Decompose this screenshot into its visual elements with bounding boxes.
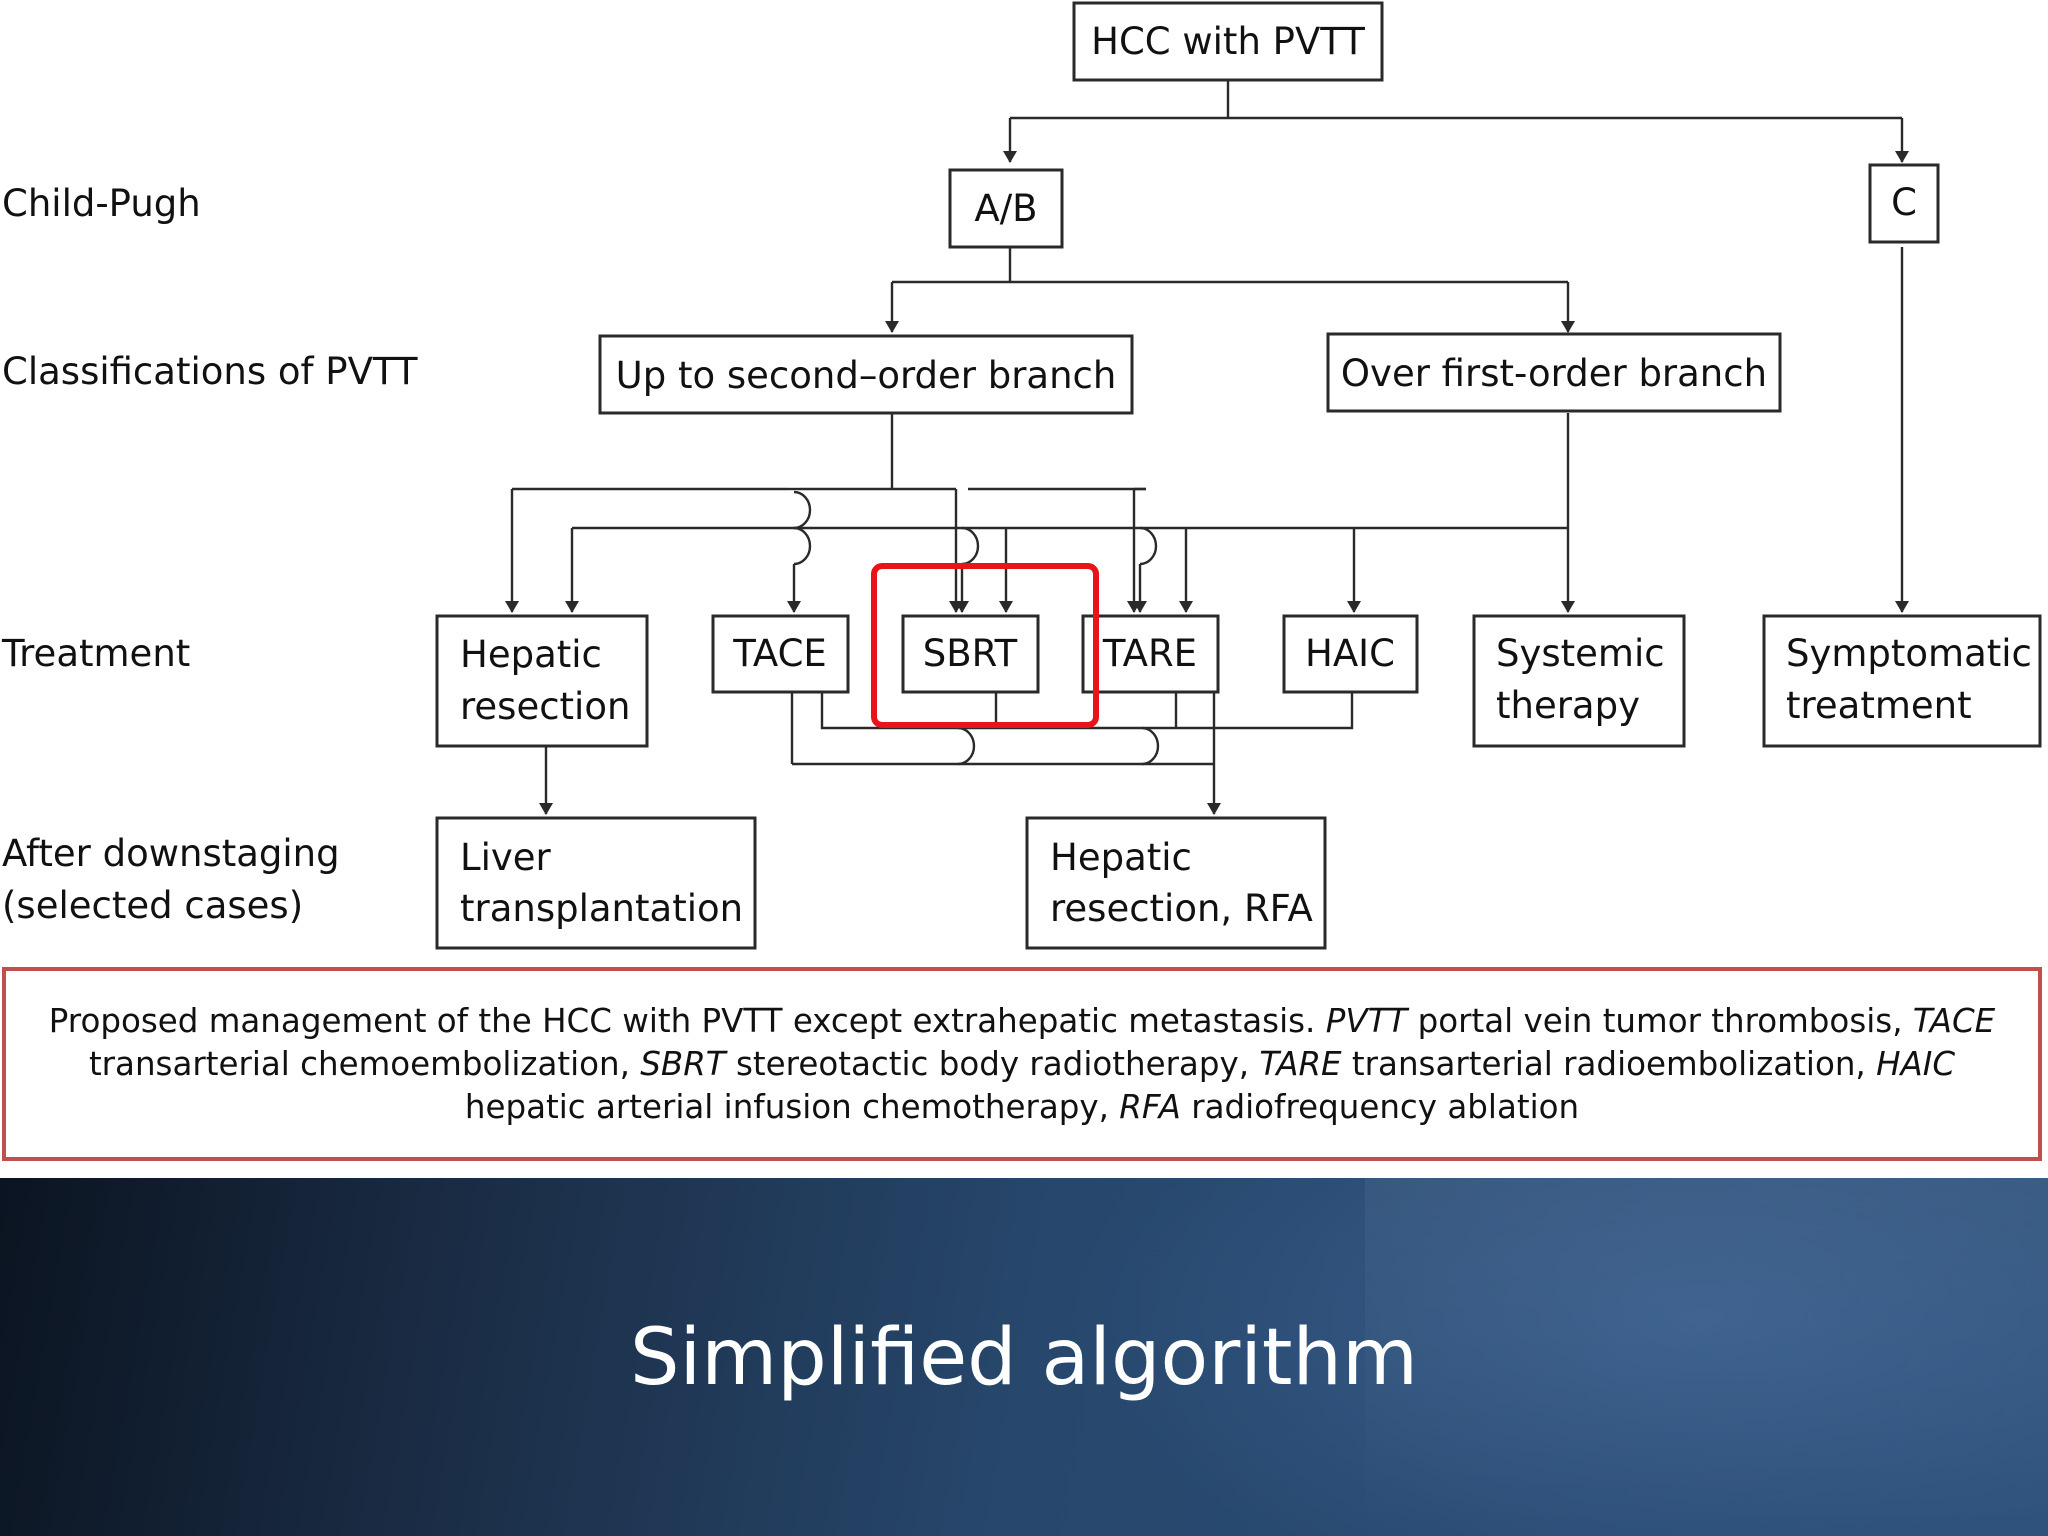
row-label-classifications: Classifications of PVTT [2, 350, 418, 393]
node-symptomatic-line1: Symptomatic [1786, 632, 2032, 675]
node-symptomatic-line2: treatment [1786, 684, 1972, 727]
node-resection-rfa-line2: resection, RFA [1050, 887, 1313, 930]
node-tare: TARE [1081, 614, 1220, 694]
node-sbrt-label: SBRT [923, 632, 1018, 675]
node-sbrt: SBRT [901, 614, 1040, 694]
caption-term-haic: HAIC [1876, 1044, 1956, 1083]
caption-part: stereotactic body radiotherapy, [725, 1044, 1260, 1083]
node-liver-transplantation: Liver transplantation [435, 816, 757, 950]
node-root: HCC with PVTT [1072, 1, 1384, 82]
node-root-label: HCC with PVTT [1091, 20, 1365, 63]
row-label-treatment: Treatment [1, 632, 190, 675]
node-first-order-label: Over first-order branch [1341, 352, 1767, 395]
node-tare-label: TARE [1102, 632, 1197, 675]
node-c-label: C [1891, 181, 1917, 224]
node-tace: TACE [711, 614, 850, 694]
row-label-downstaging-1: After downstaging [2, 832, 340, 875]
caption-part: portal vein tumor thrombosis, [1407, 1001, 1913, 1040]
caption-part: transarterial radioembolization, [1341, 1044, 1877, 1083]
node-resection-rfa-line1: Hepatic [1050, 836, 1192, 879]
caption-part: radiofrequency ablation [1180, 1087, 1580, 1126]
node-systemic-line2: therapy [1496, 684, 1640, 727]
slide-title-band: Simplified algorithm [0, 1178, 2048, 1536]
slide-title: Simplified algorithm [630, 1313, 1418, 1403]
node-first-order-branch: Over first-order branch [1326, 332, 1782, 413]
sbrt-highlight-frame [871, 563, 1099, 728]
node-liver-tx-line1: Liver [460, 836, 552, 879]
caption-term-tare: TARE [1259, 1044, 1342, 1083]
row-label-child-pugh: Child-Pugh [2, 182, 201, 225]
background-sheen [1365, 1178, 2048, 1536]
node-second-order-label: Up to second–order branch [616, 354, 1117, 397]
node-haic-label: HAIC [1305, 632, 1395, 675]
node-second-order-branch: Up to second–order branch [598, 334, 1134, 415]
node-systemic-therapy: Systemic therapy [1472, 614, 1686, 748]
row-label-downstaging-2: (selected cases) [2, 884, 303, 927]
node-ab-label: A/B [974, 187, 1037, 230]
node-systemic-line1: Systemic [1496, 632, 1665, 675]
figure-caption-box: Proposed management of the HCC with PVTT… [2, 967, 2042, 1161]
node-hepatic-resection: Hepatic resection [435, 614, 649, 748]
caption-term-rfa: RFA [1119, 1087, 1181, 1126]
caption-term-pvtt: PVTT [1325, 1001, 1408, 1040]
caption-part: hepatic arterial infusion chemotherapy, [464, 1087, 1120, 1126]
figure-caption: Proposed management of the HCC with PVTT… [46, 1000, 1998, 1129]
caption-part: transarterial chemoembolization, [88, 1044, 641, 1083]
treatment-flowchart: Child-Pugh Classifications of PVTT Treat… [1, 1, 2042, 950]
node-hepatic-resection-line1: Hepatic [460, 633, 602, 676]
caption-part: Proposed management of the HCC with PVTT… [48, 1001, 1326, 1040]
node-symptomatic-treatment: Symptomatic treatment [1762, 614, 2042, 748]
connectors [505, 80, 1909, 815]
node-liver-tx-line2: transplantation [460, 887, 743, 930]
node-hepatic-resection-line2: resection [460, 685, 630, 728]
flowchart-area: Child-Pugh Classifications of PVTT Treat… [1, 1, 2042, 950]
caption-term-sbrt: SBRT [640, 1044, 726, 1083]
node-hepatic-resection-rfa: Hepatic resection, RFA [1025, 816, 1327, 950]
node-child-pugh-ab: A/B [948, 168, 1064, 249]
node-tace-label: TACE [732, 632, 827, 675]
node-child-pugh-c: C [1868, 163, 1940, 244]
caption-term-tace: TACE [1912, 1001, 1996, 1040]
node-haic: HAIC [1282, 614, 1419, 694]
